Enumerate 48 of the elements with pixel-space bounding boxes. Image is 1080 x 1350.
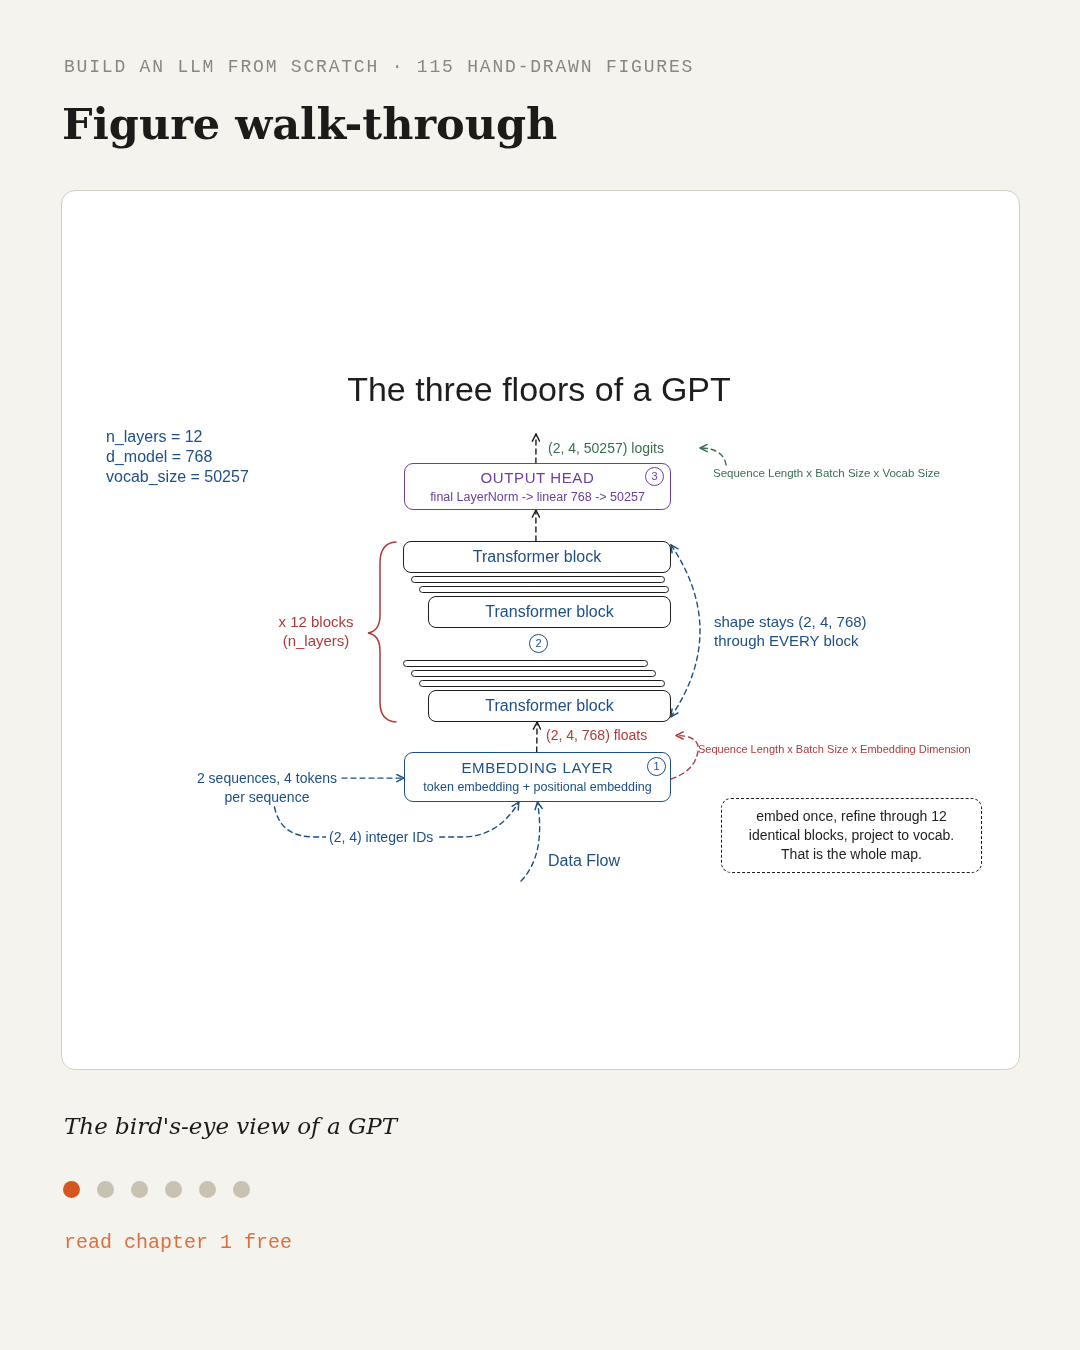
edge-label: shape stays (2, 4, 768) through EVERY block [714, 612, 868, 650]
dimension-note: Sequence Length x Batch Size x Embedding Dimension [698, 742, 990, 756]
arrow [532, 721, 542, 753]
arrow [341, 773, 405, 783]
parameter-text: n_layers = 12 [106, 427, 203, 447]
arrow [531, 509, 541, 542]
dashed-note-box [721, 798, 982, 873]
input-description: 2 sequences, 4 tokens per sequence [192, 769, 342, 807]
leader-arrow [675, 731, 699, 747]
transformer-block [428, 596, 671, 628]
double-headed-arrow [670, 544, 701, 718]
stacked-block-outline [419, 586, 669, 593]
edge-label: (2, 4) integer IDs [326, 828, 437, 847]
step-number: 1 [647, 757, 666, 776]
tensor-shape-label: (2, 4, 768) floats [546, 726, 676, 745]
transformer-block [428, 690, 671, 722]
figure-name: The three floors of a GPT [346, 371, 732, 407]
box-subtitle: token embedding + positional embedding [423, 779, 652, 796]
leader-line [670, 750, 699, 780]
leader-arrow [699, 443, 727, 466]
block-label: Transformer block [485, 696, 614, 716]
output-head-box [404, 463, 671, 510]
embedding-layer-box [404, 752, 671, 802]
stacked-block-outline [419, 680, 665, 687]
curved-arrow [520, 801, 543, 882]
note-text: embed once, refine through 12 identical blocks, project to vocab. That is the whole map. [747, 807, 956, 864]
box-heading: EMBEDDING LAYER [461, 758, 614, 777]
block-label: Transformer block [485, 602, 614, 622]
edge-label: Data Flow [548, 851, 621, 871]
parameter-text: d_model = 768 [106, 447, 213, 467]
page-title: Figure walk-through [62, 98, 558, 151]
box-heading: OUTPUT HEAD [480, 467, 595, 487]
stacked-block-outline [411, 670, 656, 677]
arrow [531, 433, 541, 464]
box-subtitle: final LayerNorm -> linear 768 -> 50257 [430, 488, 645, 506]
dimension-note: Sequence Length x Batch Size x Vocab Size [713, 465, 975, 481]
repeat-count-label: x 12 blocks (n_layers) [277, 612, 355, 650]
stacked-block-outline [403, 660, 648, 667]
step-number: 3 [645, 467, 664, 486]
figure-caption: The bird's-eye view of a GPT [64, 1112, 398, 1141]
parameter-text: vocab_size = 50257 [106, 467, 249, 487]
edge-label: (2, 4, 50257) logits [548, 439, 664, 458]
block-label: Transformer block [472, 547, 602, 567]
step-number: 2 [529, 634, 548, 653]
transformer-block [403, 541, 671, 573]
kicker-text: BUILD AN LLM FROM SCRATCH · 115 HAND-DRAWN FIGURES [64, 56, 695, 79]
footer-link-text: read chapter 1 free [64, 1230, 293, 1256]
stacked-block-outline [411, 576, 665, 583]
